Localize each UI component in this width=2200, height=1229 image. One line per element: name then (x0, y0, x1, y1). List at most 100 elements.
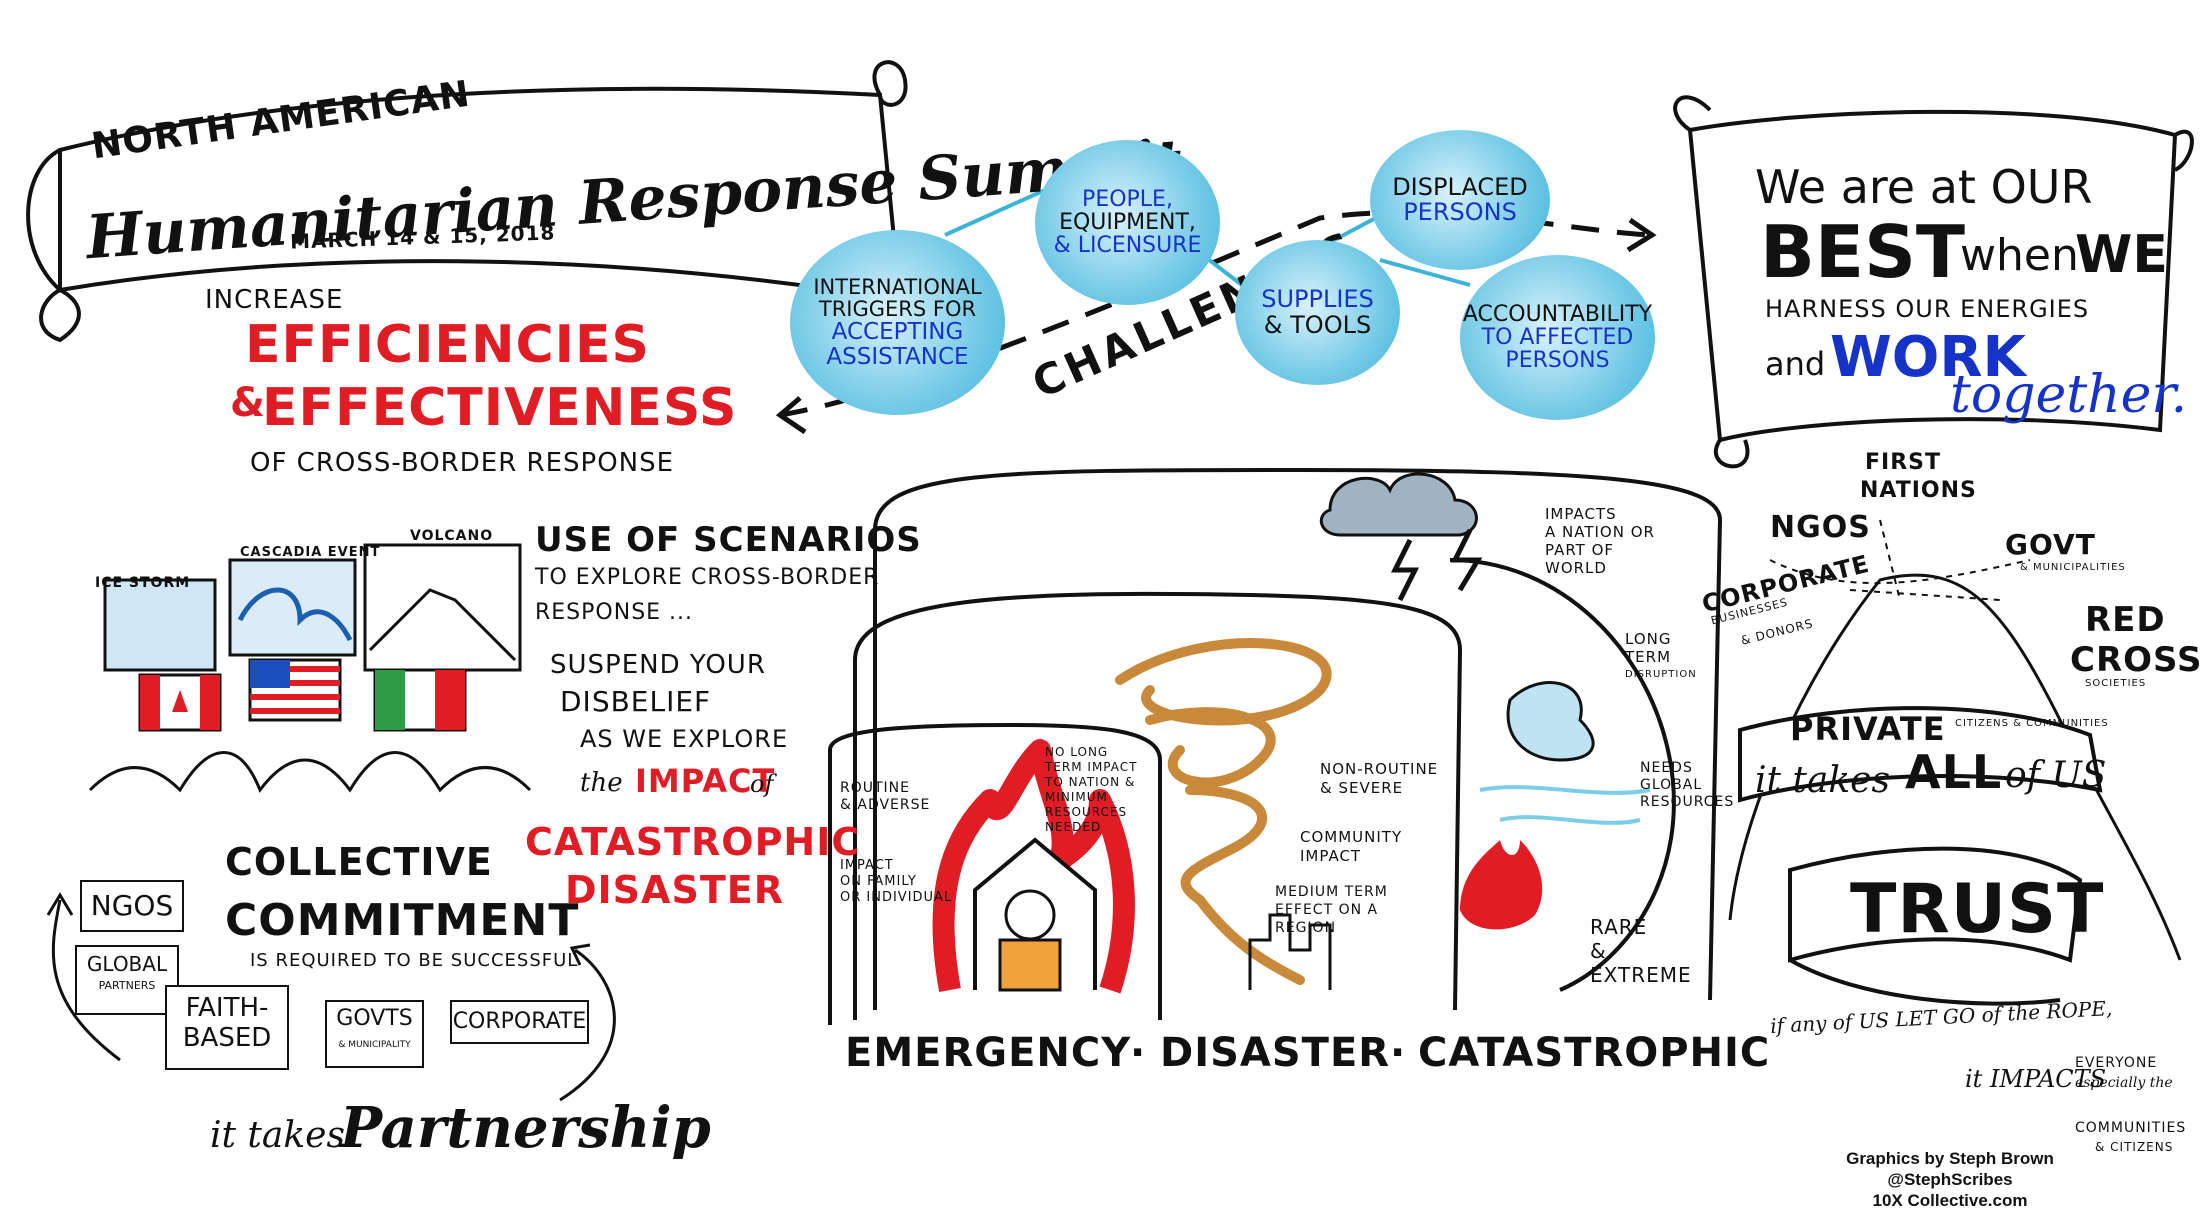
note-line: & ADVERSE (840, 797, 931, 813)
note-line: REGION (1275, 920, 1337, 936)
box-corporate: CORPORATE (450, 1000, 589, 1044)
flag-mexico (373, 668, 467, 732)
quote-scroll (1687, 109, 2178, 443)
trust-municipalities: & MUNICIPALITIES (2020, 562, 2126, 573)
note-line: DISRUPTION (1625, 669, 1697, 680)
bubble-accountability: ACCOUNTABILITY to AFFECTED PERSONS (1460, 255, 1655, 420)
goal-efficiencies: EFFICIENCIES (245, 315, 650, 375)
label-catastrophic: CATASTROPHIC (1418, 1030, 1771, 1076)
scenarios-response: RESPONSE ... (535, 600, 694, 625)
note-line: MINIMUM (1045, 790, 1108, 804)
bubble-text: & LICENSURE (1053, 233, 1202, 259)
trust-nations: NATIONS (1860, 478, 1977, 503)
trust-everyone: EVERYONE (2075, 1055, 2158, 1071)
note-line: & (1590, 939, 1607, 963)
person-head (1004, 889, 1056, 941)
scenarios-use: USE of SCENARIOS (535, 520, 922, 560)
scenarios-of: of (750, 770, 774, 798)
quote-when: when (1960, 230, 2079, 281)
cascadia-image (228, 558, 357, 657)
lightning-bolts (1390, 528, 1483, 602)
flag-usa (248, 658, 342, 722)
bubble-displaced-persons: DISPLACED PERSONS (1370, 130, 1550, 270)
trust-societies: SOCIETIES (2085, 678, 2147, 689)
trust-all: ALL (1905, 745, 2003, 799)
note-line: NON-ROUTINE (1320, 760, 1439, 778)
storm-cloud (1319, 472, 1478, 537)
rope-line (1769, 519, 2031, 601)
quote-harness: HARNESS OUR ENERGIES (1765, 295, 2090, 323)
note-line: RARE (1590, 915, 1648, 939)
scale-dot-1: · (1130, 1030, 1147, 1076)
emergency-notes-3: NO LONG TERM IMPACT TO NATION & MINIMUM … (1045, 745, 1138, 835)
trust-communities: COMMUNITIES (2075, 1120, 2187, 1136)
goal-amp: & (230, 380, 266, 426)
bubble-text: INTERNATIONAL (813, 275, 982, 300)
partners-label: PARTNERS (98, 979, 156, 992)
partnership-loop-right (559, 948, 616, 1102)
scenarios-disaster: DISASTER (565, 868, 784, 912)
box-ngos: NGOs (80, 880, 184, 932)
quote-together: together. (1950, 365, 2188, 425)
trust-govt: GOVT (2005, 528, 2096, 561)
tsunami-wave (1506, 681, 1595, 762)
globe-outline (1449, 558, 1676, 992)
challenges-arrowhead-left (775, 396, 807, 435)
scenarios-as-we: as WE EXPLORE (580, 725, 789, 753)
faith-label: FAITH- (185, 993, 269, 1023)
disaster-frame (853, 591, 1463, 1020)
partnership-required: is REQUIRED to be SUCCESSFUL (250, 950, 579, 971)
box-govts: GOVTs & MUNICIPALITY (325, 1000, 424, 1068)
note-line: or INDIVIDUAL (840, 890, 953, 905)
bubble-text: PERSONS (1505, 348, 1610, 374)
goal-increase: INCREASE (205, 285, 344, 315)
quote-work: WORK (1830, 325, 2026, 390)
rope-ribbon-1 (1738, 706, 2103, 803)
note-line: IMPACT (840, 858, 894, 873)
bubble-supplies-tools: SUPPLIES & TOOLS (1235, 240, 1400, 385)
catastrophic-frame (873, 467, 1723, 1010)
flag-canada (138, 673, 222, 732)
note-line: RESOURCES (1640, 794, 1735, 810)
bubble-people-equipment: PEOPLE, EQUIPMENT, & LICENSURE (1035, 140, 1220, 305)
bubble-text: ACCOUNTABILITY (1462, 301, 1653, 327)
partnership-word: Partnership (340, 1095, 711, 1161)
volcano-image (363, 543, 522, 672)
bubble-text: & TOOLS (1263, 310, 1372, 339)
banner-curl-left (26, 148, 81, 343)
bubble-text: TRIGGERS for (818, 297, 977, 322)
quote-line1: We are at OUR (1755, 160, 2093, 214)
based-label: BASED (182, 1023, 272, 1053)
label-volcano: VOLCANO (410, 528, 494, 544)
disaster-notes-3: MEDIUM TERM EFFECT on a REGION (1275, 883, 1388, 937)
catastrophic-notes-1: IMPACTS a NATION or PART of WORLD (1545, 505, 1655, 577)
note-line: TERM IMPACT (1045, 760, 1138, 774)
note-line: a NATION or (1545, 523, 1655, 541)
note-line: ON FAMILY (840, 874, 917, 889)
credits-author: Graphics by Steph Brown (1846, 1149, 2054, 1168)
note-line: EFFECT on a (1275, 902, 1379, 918)
quote-best: BEST (1760, 210, 1966, 294)
banner-curl-right (872, 60, 908, 107)
scale-dot-2: · (1390, 1030, 1407, 1076)
credits: Graphics by Steph Brown @StephScribes 10… (1820, 1148, 2080, 1211)
bubble-text: ACCEPTING (831, 319, 964, 346)
note-line: NEEDED (1045, 820, 1102, 834)
note-line: IMPACT (1300, 847, 1362, 865)
note-line: TERM (1625, 648, 1672, 666)
note-line: RESOURCES (1045, 805, 1128, 819)
note-line: GLOBAL (1640, 777, 1703, 793)
emergency-notes-1: ROUTINE & ADVERSE (840, 780, 930, 814)
label-cascadia: CASCADIA EVENT (240, 545, 381, 560)
flame-shape (932, 739, 1135, 994)
note-line: LONG (1625, 630, 1672, 648)
note-line: IMPACTS (1545, 505, 1617, 523)
scenarios-catastrophic: CATASTROPHIC (525, 820, 861, 864)
goal-effectiveness: EFFECTIVENESS (262, 378, 738, 438)
scenarios-impact: IMPACT (635, 762, 776, 800)
trust-red: RED (2085, 600, 2166, 640)
person-body (998, 938, 1062, 992)
scenarios-suspend: SUSPEND YOUR (550, 650, 766, 680)
disaster-notes-2: COMMUNITY IMPACT (1300, 828, 1402, 866)
